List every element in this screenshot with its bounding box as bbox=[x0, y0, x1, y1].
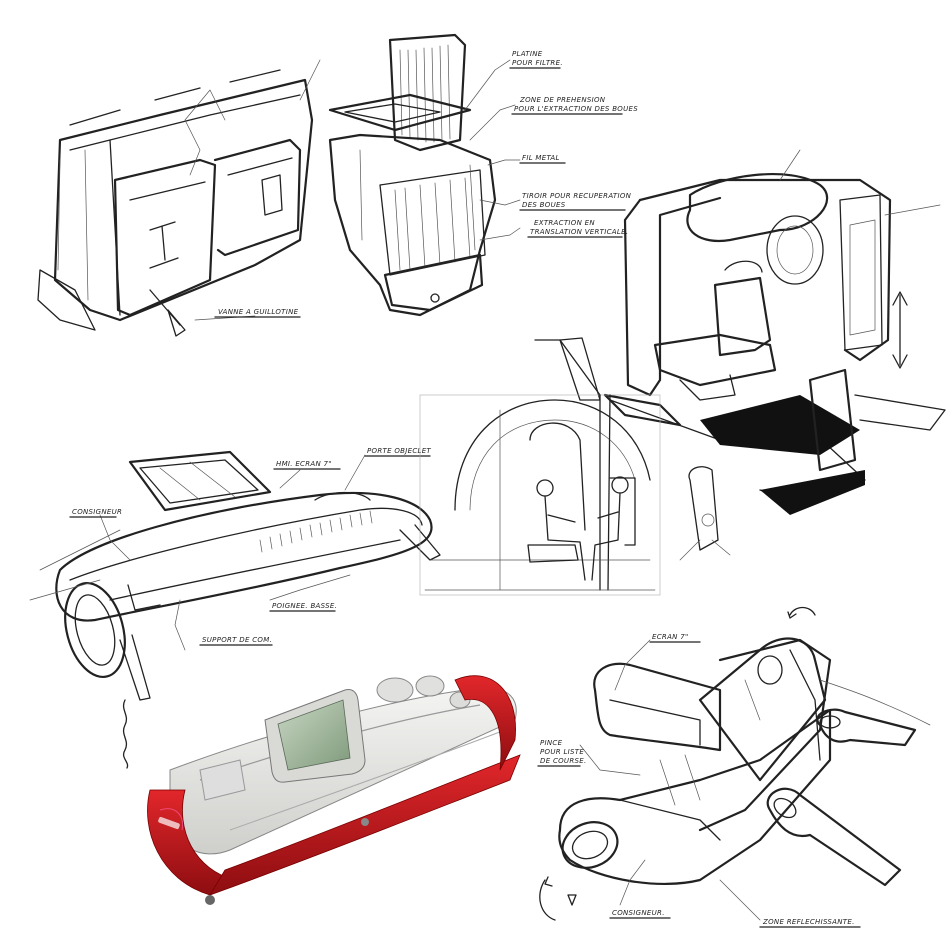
label-extraction-1: EXTRACTION EN bbox=[534, 219, 595, 227]
filter-box-sketch: PLATINE POUR FILTRE. ZONE DE PREHENSION … bbox=[328, 33, 638, 317]
label-platine-2: POUR FILTRE. bbox=[512, 59, 563, 67]
label-support-com: SUPPORT DE COM. bbox=[202, 636, 272, 644]
label-hmi-ecran: HMI. ECRAN 7" bbox=[276, 460, 332, 468]
treatment-cabin-sketch bbox=[534, 149, 946, 515]
ergonomic-side-view bbox=[419, 394, 731, 596]
rendered-console bbox=[147, 675, 521, 905]
label-vanne-guillotine: VANNE A GUILLOTINE bbox=[218, 308, 299, 316]
control-console-sketch: HMI. ECRAN 7" PORTE OBJECLET CONSIGNEUR … bbox=[29, 447, 441, 769]
label-tiroir-2: DES BOUES bbox=[522, 201, 566, 209]
label-pince-2: POUR LISTE bbox=[540, 748, 584, 756]
label-porte-objet: PORTE OBJECLET bbox=[367, 447, 431, 455]
tubular-console-sketch: ECRAN 7" PINCE POUR LISTE DE COURSE. CON… bbox=[537, 606, 931, 928]
label-ecran-7: ECRAN 7" bbox=[652, 633, 689, 641]
label-consigneur-right: CONSIGNEUR. bbox=[612, 909, 665, 917]
label-zone-prehension-2: POUR L'EXTRACTION DES BOUES bbox=[514, 105, 638, 113]
label-extraction-2: TRANSLATION VERTICALE. bbox=[530, 228, 628, 236]
label-consigneur-left: CONSIGNEUR bbox=[72, 508, 122, 516]
label-zone-reflechissante: ZONE REFLECHISSANTE. bbox=[762, 918, 855, 926]
label-poignee-basse: POIGNEE. BASSE. bbox=[272, 602, 337, 610]
label-pince-3: DE COURSE. bbox=[540, 757, 587, 765]
twin-module-sketch: VANNE A GUILLOTINE bbox=[37, 59, 321, 337]
label-pince-1: PINCE bbox=[540, 739, 563, 747]
label-tiroir-1: TIROIR POUR RECUPERATION bbox=[522, 192, 632, 200]
label-fil-metal: FIL METAL bbox=[522, 154, 560, 162]
label-zone-prehension-1: ZONE DE PREHENSION bbox=[519, 96, 606, 104]
label-platine-1: PLATINE bbox=[512, 50, 543, 58]
